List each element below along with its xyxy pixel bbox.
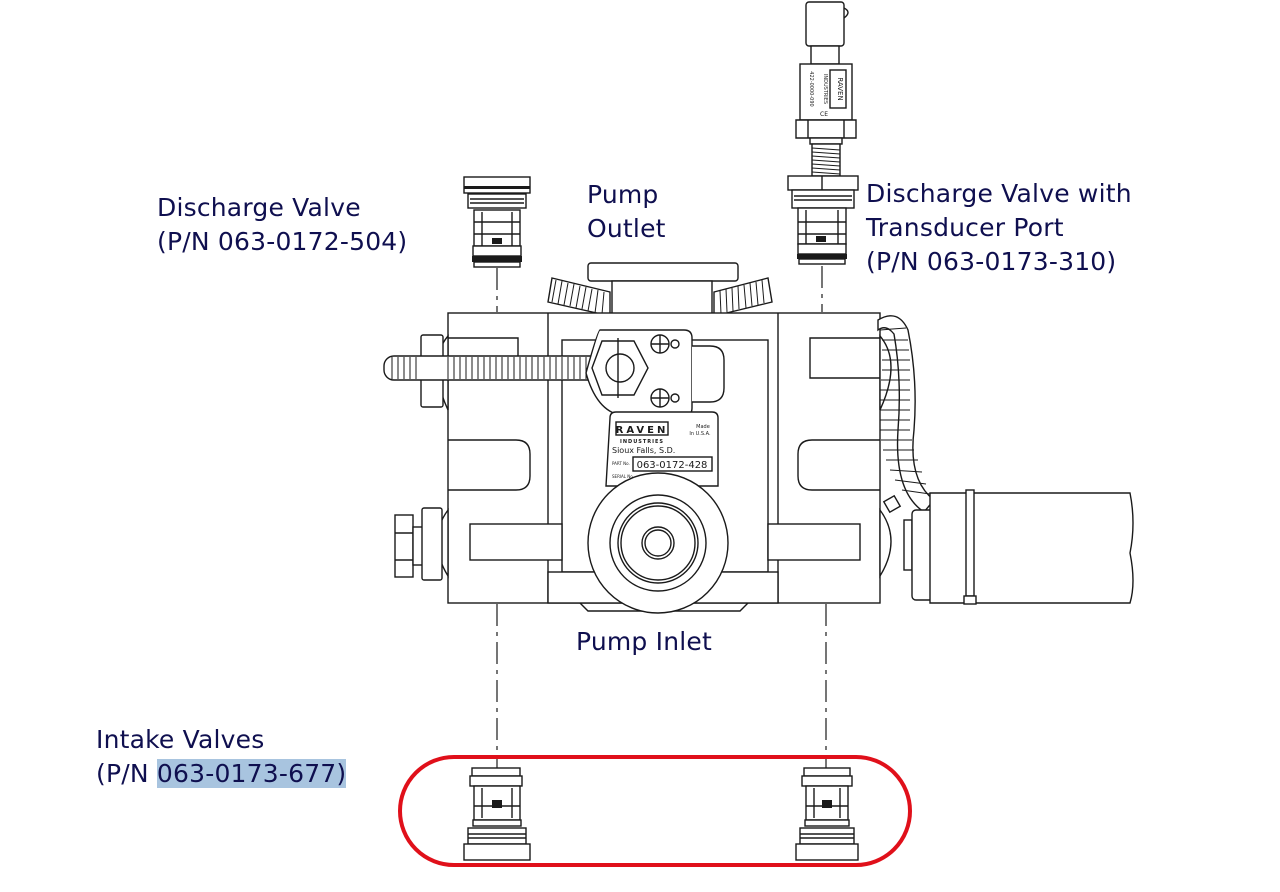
discharge-valve-title: Discharge Valve bbox=[157, 193, 361, 222]
intake-valve-left bbox=[463, 767, 531, 861]
discharge-valve-transducer-label: Discharge Valve with Transducer Port (P/… bbox=[866, 177, 1132, 279]
svg-text:Made: Made bbox=[696, 424, 710, 430]
svg-text:Sioux Falls, S.D.: Sioux Falls, S.D. bbox=[612, 446, 675, 455]
pump-inlet-port bbox=[587, 472, 729, 614]
svg-text:INDUSTRIES: INDUSTRIES bbox=[620, 439, 664, 445]
discharge-valve-transducer-port bbox=[787, 175, 859, 265]
svg-text:In U.S.A.: In U.S.A. bbox=[689, 431, 711, 437]
selected-part-number[interactable]: 063-0173-677 bbox=[156, 759, 337, 788]
svg-text:CE: CE bbox=[820, 111, 828, 118]
discharge-valve-label: Discharge Valve (P/N 063-0172-504) bbox=[157, 191, 407, 259]
mounting-bracket bbox=[585, 329, 725, 417]
pressure-transducer: RAVEN INDUSTRIES 422-0000-090 CE bbox=[795, 1, 857, 177]
pump-outlet-line1: Pump bbox=[587, 180, 659, 209]
pump-outlet-line2: Outlet bbox=[587, 214, 666, 243]
transducer-valve-title2: Transducer Port bbox=[866, 213, 1064, 242]
nameplate: RAVEN INDUSTRIES Made In U.S.A. Sioux Fa… bbox=[605, 411, 719, 487]
discharge-valve bbox=[463, 176, 531, 268]
discharge-valve-part-number: (P/N 063-0172-504) bbox=[157, 227, 408, 256]
intake-valve-right bbox=[795, 767, 859, 861]
intake-valves-title: Intake Valves bbox=[96, 725, 265, 754]
intake-valves-part-line: (P/N 063-0173-677) bbox=[96, 757, 347, 791]
side-plug bbox=[394, 507, 443, 581]
svg-text:INDUSTRIES: INDUSTRIES bbox=[822, 74, 828, 104]
svg-text:063-0172-428: 063-0172-428 bbox=[637, 460, 708, 471]
svg-text:RAVEN: RAVEN bbox=[616, 425, 669, 436]
motor-assembly bbox=[877, 315, 1134, 605]
pressure-adjust-screw bbox=[383, 334, 629, 408]
svg-text:422-0000-090: 422-0000-090 bbox=[808, 71, 814, 106]
intake-valves-callout bbox=[398, 755, 912, 867]
pump-inlet-label: Pump Inlet bbox=[576, 625, 712, 659]
transducer-valve-title: Discharge Valve with bbox=[866, 179, 1132, 208]
pump-outlet-label: Pump Outlet bbox=[587, 178, 666, 246]
intake-valves-label: Intake Valves (P/N 063-0173-677) bbox=[96, 723, 347, 791]
transducer-valve-part-number: (P/N 063-0173-310) bbox=[866, 247, 1117, 276]
svg-text:PART No.: PART No. bbox=[612, 461, 630, 466]
pump-inlet-text: Pump Inlet bbox=[576, 627, 712, 656]
pn-prefix: (P/N bbox=[96, 759, 157, 788]
svg-text:SERIAL No.: SERIAL No. bbox=[612, 474, 634, 479]
pn-suffix: ) bbox=[336, 759, 347, 788]
svg-text:RAVEN: RAVEN bbox=[836, 77, 844, 100]
